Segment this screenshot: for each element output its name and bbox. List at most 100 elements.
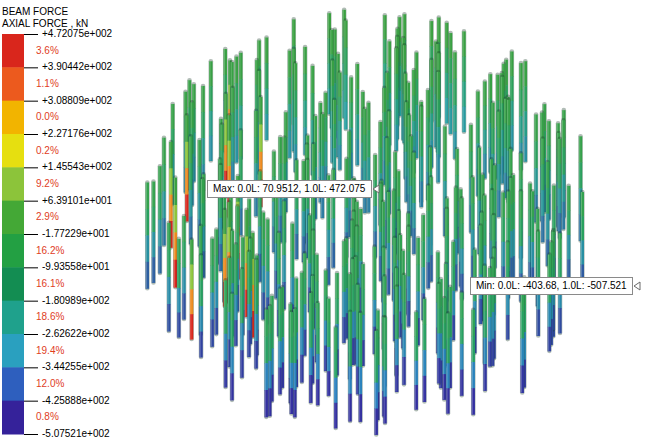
pile bbox=[255, 111, 257, 216]
pile-highlight bbox=[255, 111, 256, 216]
pile-highlight bbox=[163, 138, 164, 245]
pile-highlight bbox=[456, 149, 457, 253]
pile bbox=[403, 275, 405, 385]
pile-outline bbox=[448, 33, 453, 133]
pile bbox=[454, 52, 456, 158]
pile-highlight bbox=[567, 186, 568, 284]
pile-outline bbox=[460, 198, 465, 299]
pile-outline bbox=[254, 111, 259, 216]
pile bbox=[183, 216, 185, 320]
pile bbox=[484, 285, 486, 391]
pile-outline bbox=[394, 287, 399, 392]
pile-highlight bbox=[504, 99, 505, 198]
pile-outline bbox=[320, 114, 325, 217]
pile-outline bbox=[240, 269, 245, 377]
pile-outline bbox=[497, 112, 502, 217]
pile-outline bbox=[523, 61, 528, 161]
pile-highlight bbox=[339, 73, 340, 170]
pile bbox=[327, 299, 329, 396]
pile bbox=[440, 279, 442, 388]
pile bbox=[159, 166, 161, 273]
pile-highlight bbox=[183, 216, 184, 319]
pile-highlight bbox=[344, 21, 345, 129]
pile bbox=[356, 285, 358, 395]
pile-highlight bbox=[507, 100, 508, 202]
pile bbox=[190, 240, 192, 340]
pile-highlight bbox=[498, 112, 499, 217]
pile-outline bbox=[248, 238, 253, 343]
pile-highlight bbox=[396, 37, 397, 139]
pile bbox=[339, 73, 341, 170]
pile-outline bbox=[436, 72, 441, 182]
pile bbox=[146, 182, 148, 288]
pile-highlight bbox=[288, 51, 289, 158]
pile-highlight bbox=[427, 185, 428, 287]
pile bbox=[224, 280, 226, 387]
pile bbox=[215, 229, 217, 334]
pile-highlight bbox=[265, 38, 266, 140]
pile-highlight bbox=[558, 139, 559, 238]
pile-outline bbox=[145, 182, 150, 288]
pile-highlight bbox=[343, 241, 344, 342]
pile-highlight bbox=[420, 106, 421, 206]
pile bbox=[241, 269, 243, 378]
pile-highlight bbox=[279, 289, 280, 394]
pile-outline bbox=[412, 153, 417, 254]
pile bbox=[185, 115, 187, 221]
pile-outline bbox=[294, 160, 299, 258]
pile-outline bbox=[557, 139, 562, 238]
pile bbox=[235, 57, 237, 163]
pile-highlight bbox=[171, 104, 172, 204]
pile-outline bbox=[300, 273, 305, 382]
pile-highlight bbox=[255, 260, 256, 368]
pile bbox=[456, 149, 458, 253]
pile-outline bbox=[459, 292, 464, 395]
pile-outline bbox=[342, 10, 347, 117]
pile bbox=[567, 186, 569, 285]
pile-highlight bbox=[302, 161, 303, 261]
pile-outline bbox=[422, 299, 427, 402]
pile-highlight bbox=[361, 92, 362, 193]
pile-highlight bbox=[471, 177, 472, 282]
pile-highlight bbox=[408, 115, 409, 220]
pile-highlight bbox=[210, 61, 211, 160]
pile-highlight bbox=[440, 279, 441, 388]
pile-outline bbox=[214, 229, 219, 334]
pile bbox=[288, 51, 290, 158]
pile-outline bbox=[478, 225, 483, 323]
pile-highlight bbox=[445, 23, 446, 123]
pile-highlight bbox=[331, 60, 332, 162]
pile-outline bbox=[151, 182, 156, 283]
pile-outline bbox=[483, 285, 488, 391]
pile bbox=[524, 61, 526, 161]
pile-highlight bbox=[407, 227, 408, 326]
pile-highlight bbox=[211, 239, 212, 347]
pile bbox=[460, 292, 462, 395]
pile-highlight bbox=[405, 102, 406, 201]
pile-highlight bbox=[235, 57, 236, 162]
pile-highlight bbox=[356, 285, 357, 394]
pile-outline bbox=[566, 186, 571, 284]
pile-outline bbox=[308, 293, 313, 402]
pile-highlight bbox=[479, 225, 480, 323]
pile-outline bbox=[419, 106, 424, 206]
pile bbox=[262, 213, 264, 320]
pile bbox=[413, 153, 415, 254]
pile bbox=[479, 225, 481, 324]
pile-highlight bbox=[215, 229, 216, 334]
pile-outline bbox=[278, 289, 283, 394]
pile bbox=[374, 155, 376, 258]
pile-highlight bbox=[484, 81, 485, 178]
pile-outline bbox=[437, 284, 442, 383]
pile-highlight bbox=[374, 155, 375, 257]
pile-highlight bbox=[174, 178, 175, 288]
pile-outline bbox=[355, 64, 360, 165]
pile-outline bbox=[451, 242, 456, 340]
pile-outline bbox=[158, 166, 163, 273]
pile-outline bbox=[453, 52, 458, 158]
pile-outline bbox=[247, 252, 252, 357]
pile-highlight bbox=[437, 72, 438, 182]
pile bbox=[387, 192, 389, 295]
pile-highlight bbox=[248, 252, 249, 357]
pile-highlight bbox=[356, 64, 357, 165]
